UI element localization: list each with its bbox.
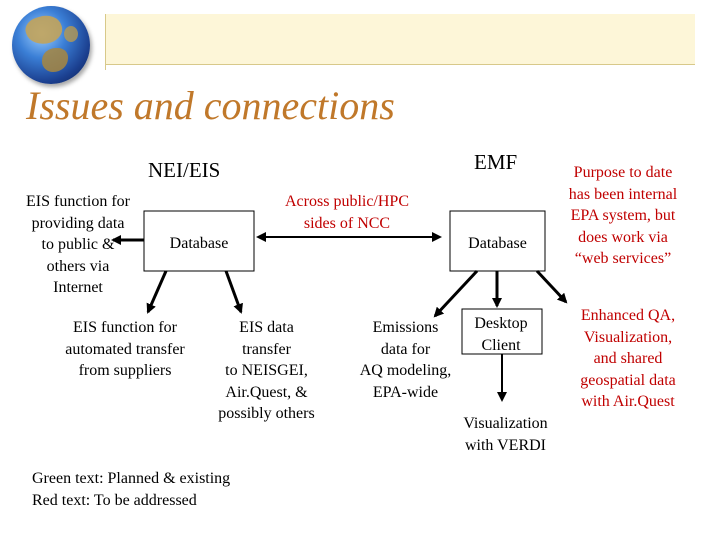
nei-eis-header: NEI/EIS (148, 158, 221, 182)
database-left-box (143, 210, 255, 272)
database-right-box (449, 210, 546, 272)
visualization-verdi-text: Visualization with VERDI (463, 415, 548, 454)
header-vertical-rule (105, 14, 106, 70)
desktop-client-label: Desktop Client (474, 315, 528, 354)
database-right-label: Database (468, 235, 527, 252)
globe-icon (12, 6, 90, 84)
enhanced-qa-text: Enhanced QA, Visualization, and shared g… (580, 307, 676, 410)
desktop-client-box (461, 308, 543, 355)
arrow-db-to-enhanced (535, 269, 568, 304)
arrow-db-to-emissions (433, 269, 479, 318)
purpose-text: Purpose to date has been internal EPA sy… (568, 164, 678, 267)
legend: Green text: Planned & existing Red text:… (32, 468, 230, 512)
slide-title: Issues and connections (26, 83, 395, 128)
legend-red: Red text: To be addressed (32, 492, 197, 509)
across-ncc-text: Across public/HPC sides of NCC (285, 193, 409, 232)
header-band (105, 14, 695, 64)
emf-header: EMF (474, 150, 518, 174)
eis-automated-transfer-text: EIS function for automated transfer from… (65, 319, 185, 379)
database-left-label: Database (169, 235, 229, 252)
eis-public-data-text: EIS function for providing data to publi… (26, 193, 130, 296)
globe-landmass (64, 26, 78, 42)
header-horizontal-rule (105, 64, 695, 65)
legend-green: Green text: Planned & existing (32, 470, 231, 487)
arrow-db-to-transfer (224, 270, 243, 314)
arrow-db-to-automated (146, 270, 168, 314)
emissions-data-text: Emissions data for AQ modeling, EPA-wide (359, 319, 452, 401)
eis-data-transfer-text: EIS data transfer to NEISGEI, Air.Quest,… (218, 319, 315, 422)
